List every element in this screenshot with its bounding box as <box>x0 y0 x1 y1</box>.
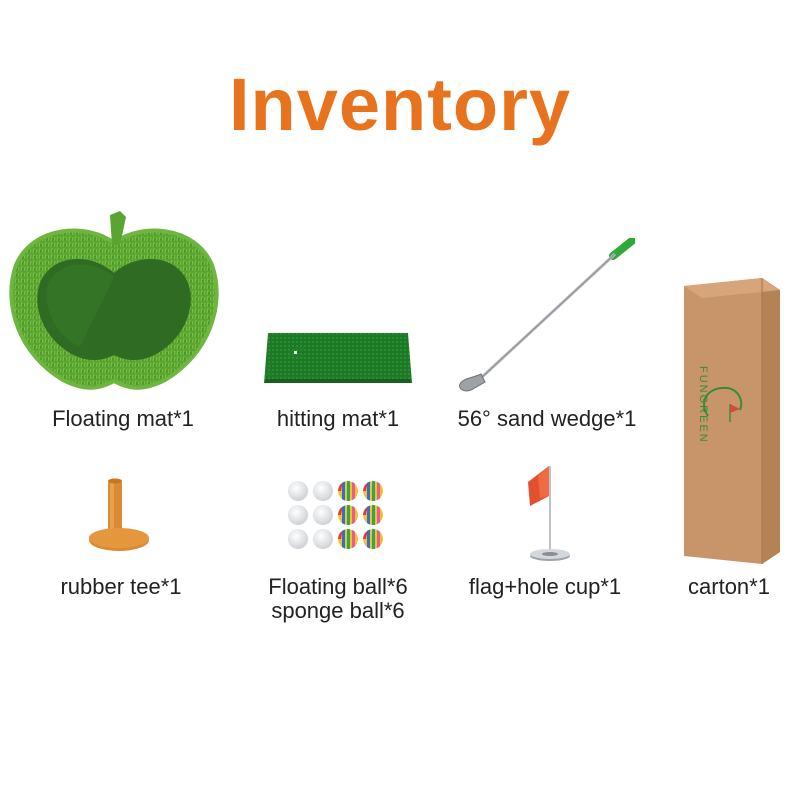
item-label-floating-ball: Floating ball*6 <box>268 574 408 599</box>
hitting-mat-image <box>264 333 412 383</box>
rubber-tee-image <box>88 478 150 554</box>
apple-shaped-floating-mat-image <box>8 205 220 395</box>
item-label-sponge-ball: sponge ball*6 <box>271 598 405 623</box>
item-label-hitting-mat: hitting mat*1 <box>276 406 400 431</box>
golf-club-image <box>455 238 635 396</box>
item-label-floating-mat: Floating mat*1 <box>52 406 194 431</box>
item-label-flag-hole-cup: flag+hole cup*1 <box>468 574 622 599</box>
page-title: Inventory <box>228 63 572 146</box>
item-label-rubber-tee: rubber tee*1 <box>60 574 182 599</box>
item-label-sand-wedge: 56° sand wedge*1 <box>457 406 637 431</box>
item-label-carton: carton*1 <box>688 574 770 599</box>
golf-balls-image <box>287 480 387 550</box>
flag-hole-cup-image <box>518 462 580 566</box>
carton-box-image: FUNGREEN <box>678 276 784 566</box>
